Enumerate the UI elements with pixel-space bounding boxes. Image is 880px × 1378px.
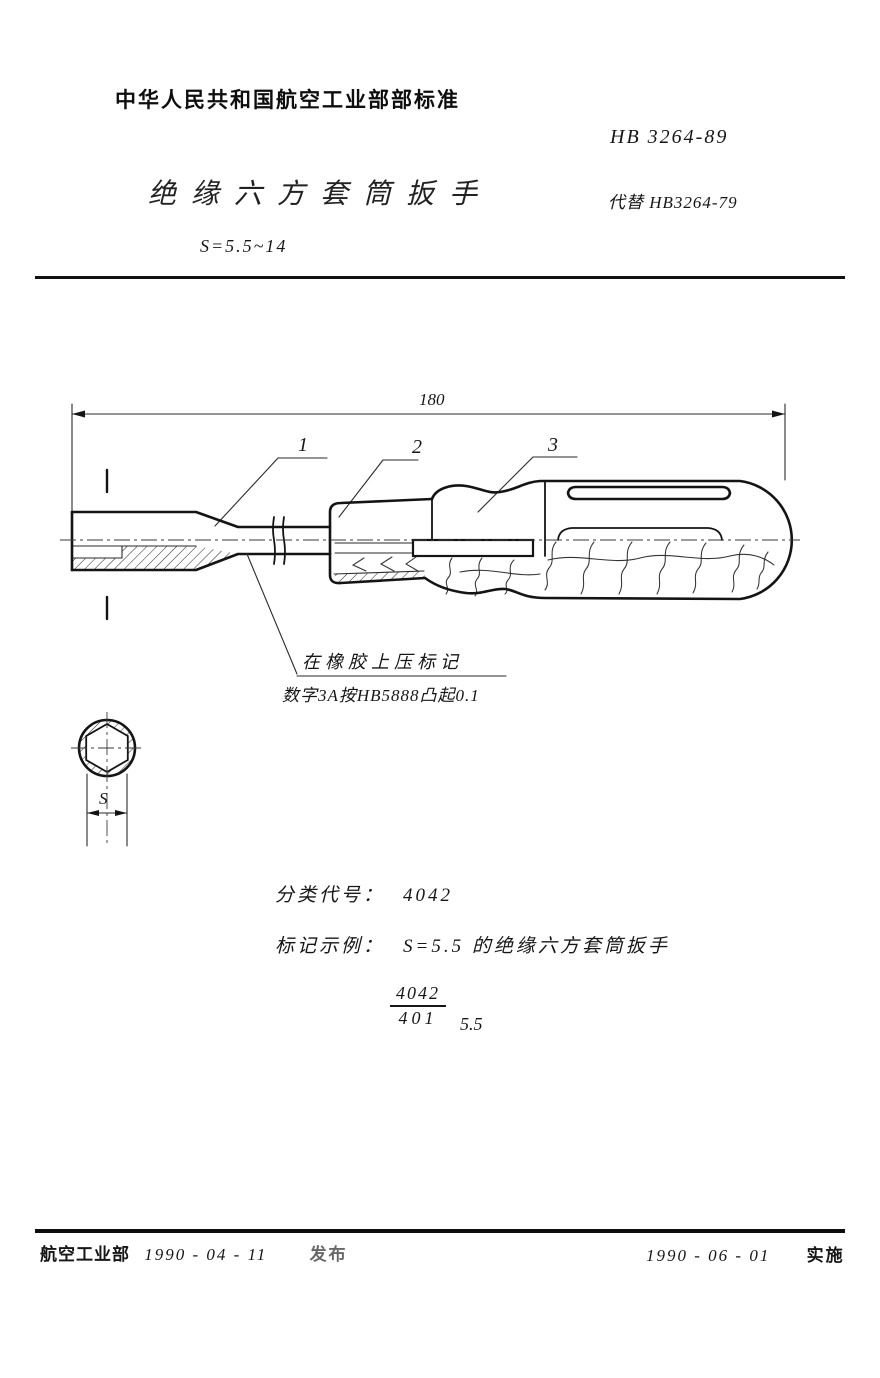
marking-note-line1: 在橡胶上压标记 — [302, 652, 463, 672]
socket-end — [70, 510, 332, 572]
part-label-2: 2 — [412, 436, 422, 458]
part-label-1: 1 — [298, 434, 308, 456]
implementation-label: 实施 — [806, 1246, 845, 1265]
classification-line: 分类代号： 4042 — [275, 880, 453, 907]
marking-example-value: S=5.5 的绝缘六方套筒扳手 — [403, 936, 670, 957]
fraction-size-value: 5.5 — [460, 1014, 483, 1034]
classification-label: 分类代号： — [275, 885, 386, 906]
marking-example-line: 标记示例： S=5.5 的绝缘六方套筒扳手 — [275, 931, 670, 958]
marking-note-line2: 数字3A按HB5888凸起0.1 — [282, 686, 480, 705]
document-title: 绝缘六方套筒扳手 — [148, 179, 493, 210]
wood-grain-lines — [351, 541, 775, 597]
standard-code: HB 3264-89 — [610, 126, 729, 148]
part-label-3: 3 — [548, 434, 558, 456]
implementation-date: 1990 - 06 - 01 — [646, 1246, 771, 1265]
fraction: 4042 401 — [390, 983, 446, 1029]
designation-fraction: 4042 401 5.5 — [390, 983, 483, 1034]
wrench-technical-drawing — [60, 403, 800, 847]
overall-length-value: 180 — [419, 390, 445, 409]
part-leader-lines — [214, 456, 578, 527]
footer-issue: 航空工业部 1990 - 04 - 11 发布 — [40, 1240, 348, 1265]
standard-org-title: 中华人民共和国航空工业部部标准 — [115, 89, 460, 112]
header-divider — [35, 276, 845, 279]
footer-divider — [35, 1229, 845, 1233]
hex-size-symbol: S — [99, 789, 108, 808]
shaft-break-lines — [272, 516, 286, 565]
overall-dimension-lines — [71, 403, 786, 515]
size-range: S=5.5~14 — [200, 236, 288, 256]
note-leader-line — [246, 553, 507, 677]
footer-implementation: 1990 - 06 - 01 实施 — [636, 1241, 845, 1266]
rubber-sleeve — [328, 497, 434, 585]
replaces-note: 代替 HB3264-79 — [608, 193, 738, 212]
handle-slot — [566, 485, 732, 501]
shaft-tang — [411, 538, 535, 558]
marking-example-label: 标记示例： — [275, 936, 386, 957]
fraction-denominator: 401 — [398, 1008, 438, 1028]
issue-label: 发布 — [309, 1245, 348, 1264]
classification-code: 4042 — [403, 885, 454, 906]
fraction-numerator: 4042 — [390, 983, 446, 1007]
issuing-org: 航空工业部 — [40, 1245, 130, 1264]
hex-section-view — [71, 712, 143, 847]
issue-date: 1990 - 04 - 11 — [144, 1245, 268, 1264]
